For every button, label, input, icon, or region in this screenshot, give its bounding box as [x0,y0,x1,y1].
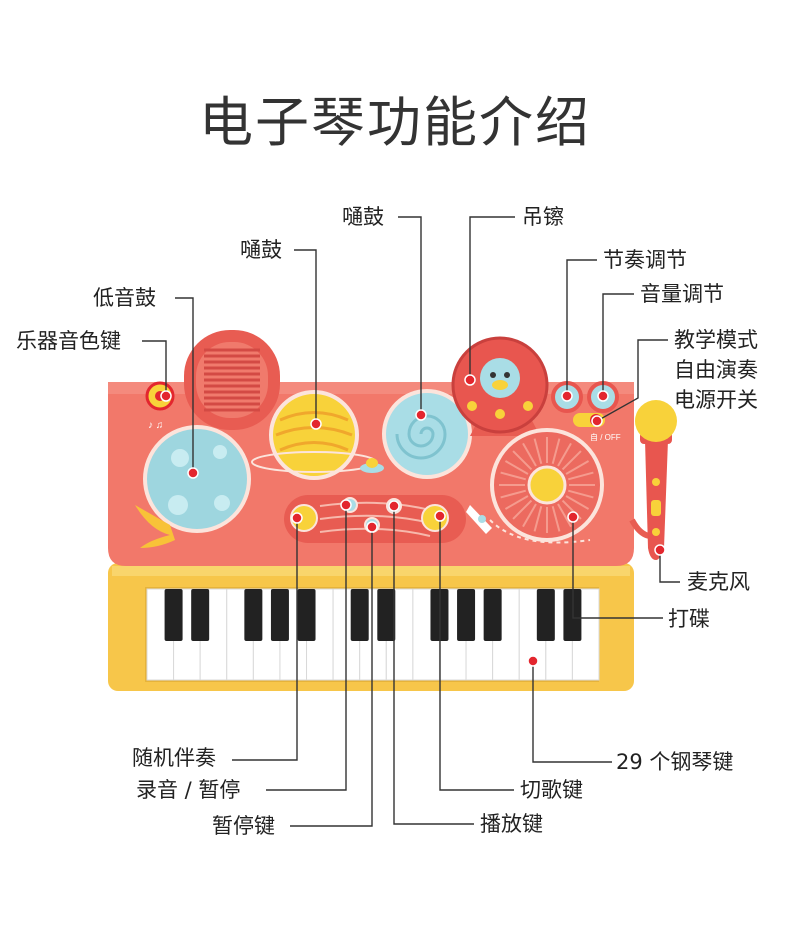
label-record-pause: 录音 / 暂停 [136,778,241,802]
marker-dot [366,521,378,533]
marker-dot [597,390,609,402]
disc-groove [522,503,537,528]
label-bass-drum: 低音鼓 [93,286,156,310]
label-pause-key: 暂停键 [212,814,275,838]
black-key[interactable] [191,589,210,641]
rocket-decoration [466,505,492,534]
label-piano-keys: 29 个钢琴键 [616,750,734,774]
label-instrument-tone-key: 乐器音色键 [16,329,121,353]
disc-groove [500,489,527,499]
svg-text:♪ ♫: ♪ ♫ [148,420,163,431]
disc-groove [512,450,533,471]
black-key[interactable] [270,589,289,641]
disc-groove [504,460,529,475]
disc-groove [522,442,537,467]
marker-dot [340,499,352,511]
label-power-switch: 电源开关 [674,388,758,412]
marker-dot [567,511,579,523]
label-cymbal: 吊镲 [522,205,564,229]
marker-dot [160,390,172,402]
marker-dot [464,374,476,386]
marker-dot [291,512,303,524]
switch-text: 自 / OFF [590,432,621,442]
black-key[interactable] [536,589,555,641]
disc-groove [533,438,543,465]
disc-groove [533,505,543,532]
marker-dot [187,467,199,479]
black-key[interactable] [164,589,183,641]
bass-drum-pad[interactable] [143,425,251,533]
disc-groove [512,499,533,520]
disc-groove [565,460,590,475]
label-play-key: 播放键 [480,812,543,836]
black-key[interactable] [457,589,476,641]
disc-groove [565,495,590,510]
marker-dot [561,390,573,402]
marker-dot [654,544,666,556]
feature-markers [160,374,666,667]
label-tempo-adjust: 节奏调节 [603,248,687,272]
disc-groove [557,442,572,467]
disc-groove [551,505,561,532]
marker-dot [388,500,400,512]
black-keys [164,589,582,641]
ufo-decoration [360,458,384,473]
black-key[interactable] [483,589,502,641]
disc-groove [567,471,594,481]
black-key[interactable] [297,589,316,641]
disc-groove [567,489,594,499]
leader-lines [142,216,680,827]
black-key[interactable] [377,589,396,641]
tom-drum-blue-pad[interactable] [382,389,472,479]
label-tom-drum-mid: 嗵鼓 [342,205,384,229]
label-scratch: 打碟 [668,607,710,631]
black-key[interactable] [350,589,369,641]
disc-groove [500,471,527,481]
black-key[interactable] [244,589,263,641]
flame-decoration [135,505,175,548]
scratch-disc[interactable] [490,428,604,542]
label-switch-song-key: 切歌键 [520,778,583,802]
cymbal-pad[interactable] [451,336,549,436]
label-random-accompaniment: 随机伴奏 [132,746,216,770]
disc-groove [504,495,529,510]
speaker-grille [184,330,280,430]
page-title: 电子琴功能介绍 [199,91,591,154]
disc-groove [551,438,561,465]
marker-dot [310,418,322,430]
disc-groove [561,450,582,471]
label-tom-drum-left: 嗵鼓 [240,238,282,262]
marker-dot [591,415,603,427]
microphone[interactable] [629,400,677,560]
marker-dot [527,655,539,667]
marker-dot [434,510,446,522]
label-free-play: 自由演奏 [674,358,758,382]
label-teaching-mode: 教学模式 [674,328,758,352]
disc-groove [557,503,572,528]
label-microphone: 麦克风 [687,570,750,594]
tom-drum-yellow-pad[interactable] [269,390,359,480]
marker-dot [415,409,427,421]
label-volume-adjust: 音量调节 [640,282,724,306]
